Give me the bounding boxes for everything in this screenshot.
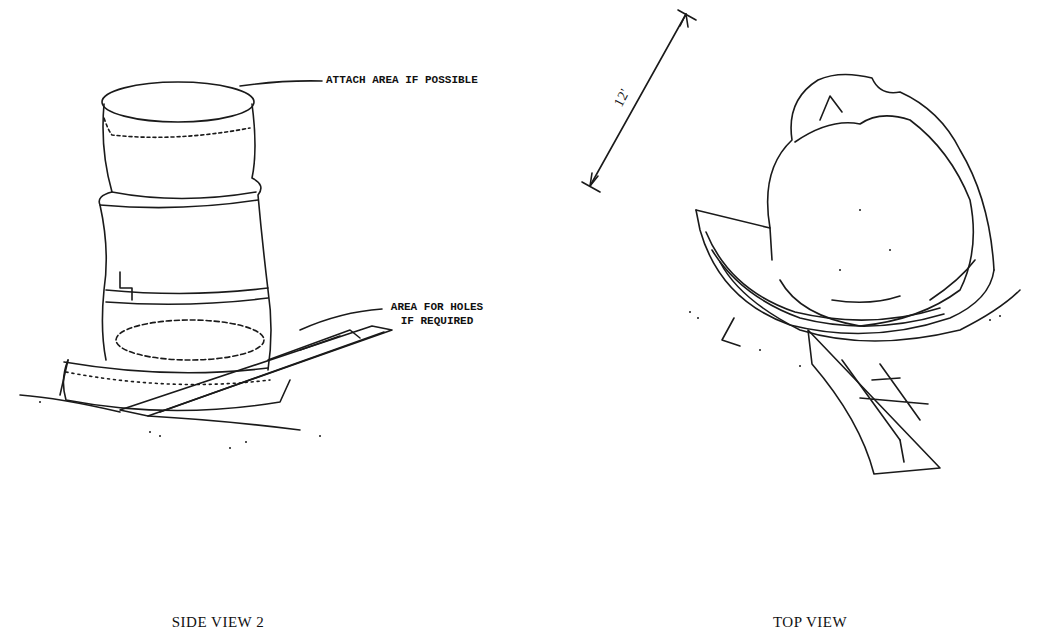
view-caption: SIDE VIEW 2 — [172, 613, 264, 632]
callout-note: AREA FOR HOLES IF REQUIRED — [385, 301, 489, 329]
ground-specks — [39, 209, 1001, 449]
callout-note: ATTACH AREA IF POSSIBLE — [326, 74, 478, 88]
view-caption: TOP VIEW — [773, 613, 847, 632]
top-view-shell — [582, 10, 1020, 474]
side-view-cylinder — [20, 81, 392, 430]
dimension-label: 12' — [610, 86, 634, 110]
